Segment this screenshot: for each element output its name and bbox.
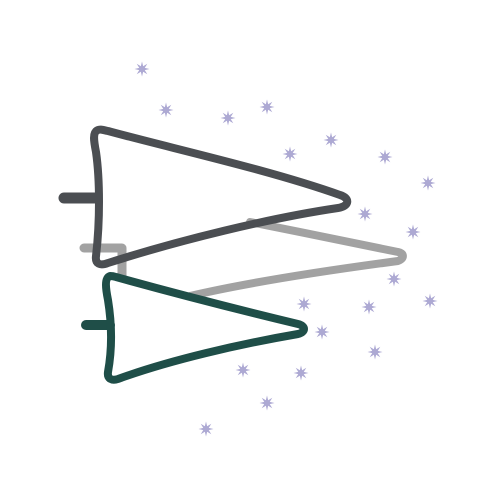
sparkle-icon [296, 296, 312, 312]
sparkle-icon [422, 293, 438, 309]
sparkle-icon [259, 395, 275, 411]
tree-bottom-body [102, 272, 308, 384]
tree-top-dark-gray [58, 125, 352, 269]
sparkle-icon [405, 224, 421, 240]
sparkle-icon [367, 344, 383, 360]
tree-bottom-dark-green [81, 272, 308, 384]
sparkle-icon [377, 149, 393, 165]
tree-middle-body [186, 218, 407, 300]
sparkle-icon [134, 61, 150, 77]
sparkle-icon [361, 299, 377, 315]
sparkle-icon [259, 99, 275, 115]
sparkle-icon [293, 365, 309, 381]
sparkle-icon [282, 146, 298, 162]
sparkle-icon [323, 132, 339, 148]
tree-top-body [90, 125, 352, 269]
sparkle-icon [158, 102, 174, 118]
sparkle-icon [386, 271, 402, 287]
sparkle-field [134, 61, 438, 437]
sparkle-icon [420, 175, 436, 191]
sparkle-icon [220, 110, 236, 126]
sparkle-icon [198, 421, 214, 437]
sparkle-icon [357, 206, 373, 222]
sparkle-icon [235, 362, 251, 378]
sparkle-icon [314, 324, 330, 340]
